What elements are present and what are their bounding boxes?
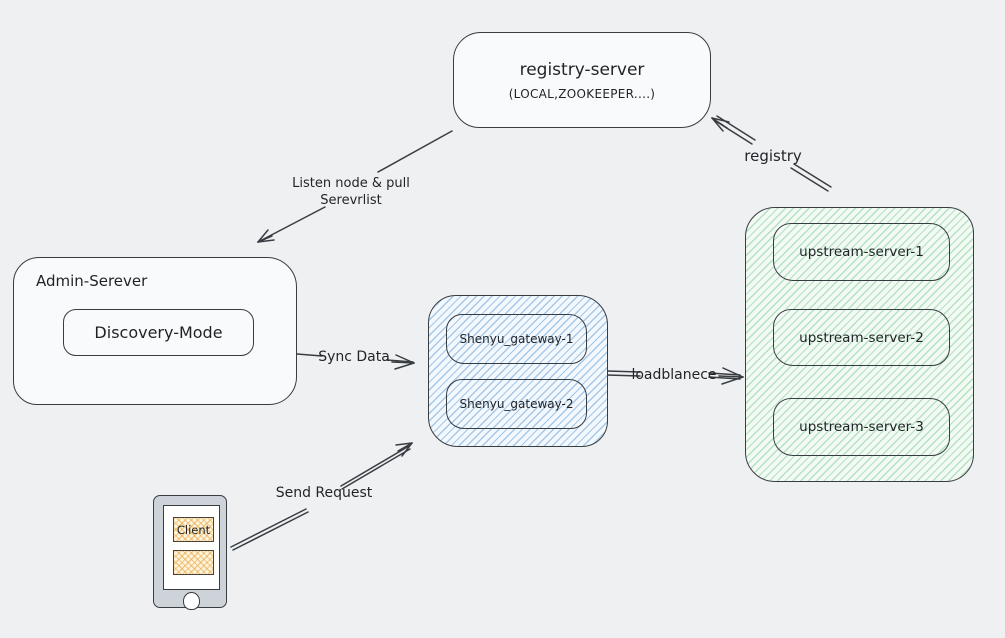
phone-home-button-icon	[183, 592, 200, 610]
edge-send-label: Send Request	[275, 485, 373, 501]
gateway-2-node: Shenyu_gateway-2	[446, 379, 587, 429]
client-label: Client	[176, 522, 211, 537]
upstream-server-1-label: upstream-server-1	[799, 244, 924, 260]
edge-listen-label-line2: Serevrlist	[320, 193, 382, 208]
gateway-1-label: Shenyu_gateway-1	[459, 332, 574, 346]
upstream-server-2-label: upstream-server-2	[799, 329, 924, 346]
upstream-server-1-node: upstream-server-1	[773, 223, 950, 281]
upstream-cluster-node: upstream-server-1 upstream-server-2 upst…	[745, 207, 974, 482]
client-secondary-box	[173, 550, 214, 575]
admin-server-node: Admin-Serever Discovery-Mode	[13, 257, 297, 405]
registry-server-node: registry-server (LOCAL,ZOOKEEPER....)	[453, 32, 711, 128]
gateway-1-node: Shenyu_gateway-1	[446, 314, 587, 364]
admin-server-title: Admin-Serever	[36, 272, 148, 290]
gateway-cluster-node: Shenyu_gateway-1 Shenyu_gateway-2	[428, 295, 608, 447]
gateway-2-label: Shenyu_gateway-2	[459, 397, 574, 411]
phone-screen: Client	[163, 505, 220, 590]
edge-listen-label: Listen node & pull Serevrlist	[292, 176, 410, 210]
edge-loadbalance-label: loadblanece	[631, 367, 717, 383]
client-app-box: Client	[173, 517, 214, 542]
upstream-server-2-node: upstream-server-2	[773, 309, 950, 366]
registry-server-subtitle: (LOCAL,ZOOKEEPER....)	[508, 86, 656, 101]
upstream-server-3-label: upstream-server-3	[799, 419, 924, 435]
client-phone: Client	[153, 495, 227, 610]
registry-server-title: registry-server	[519, 59, 645, 80]
discovery-mode-node: Discovery-Mode	[63, 309, 254, 356]
edge-registry-label: registry	[744, 147, 802, 165]
edge-listen-label-line1: Listen node & pull	[292, 176, 410, 192]
discovery-mode-label: Discovery-Mode	[94, 323, 223, 342]
upstream-server-3-node: upstream-server-3	[773, 398, 950, 456]
edge-sync-label: Sync Data	[318, 349, 390, 365]
